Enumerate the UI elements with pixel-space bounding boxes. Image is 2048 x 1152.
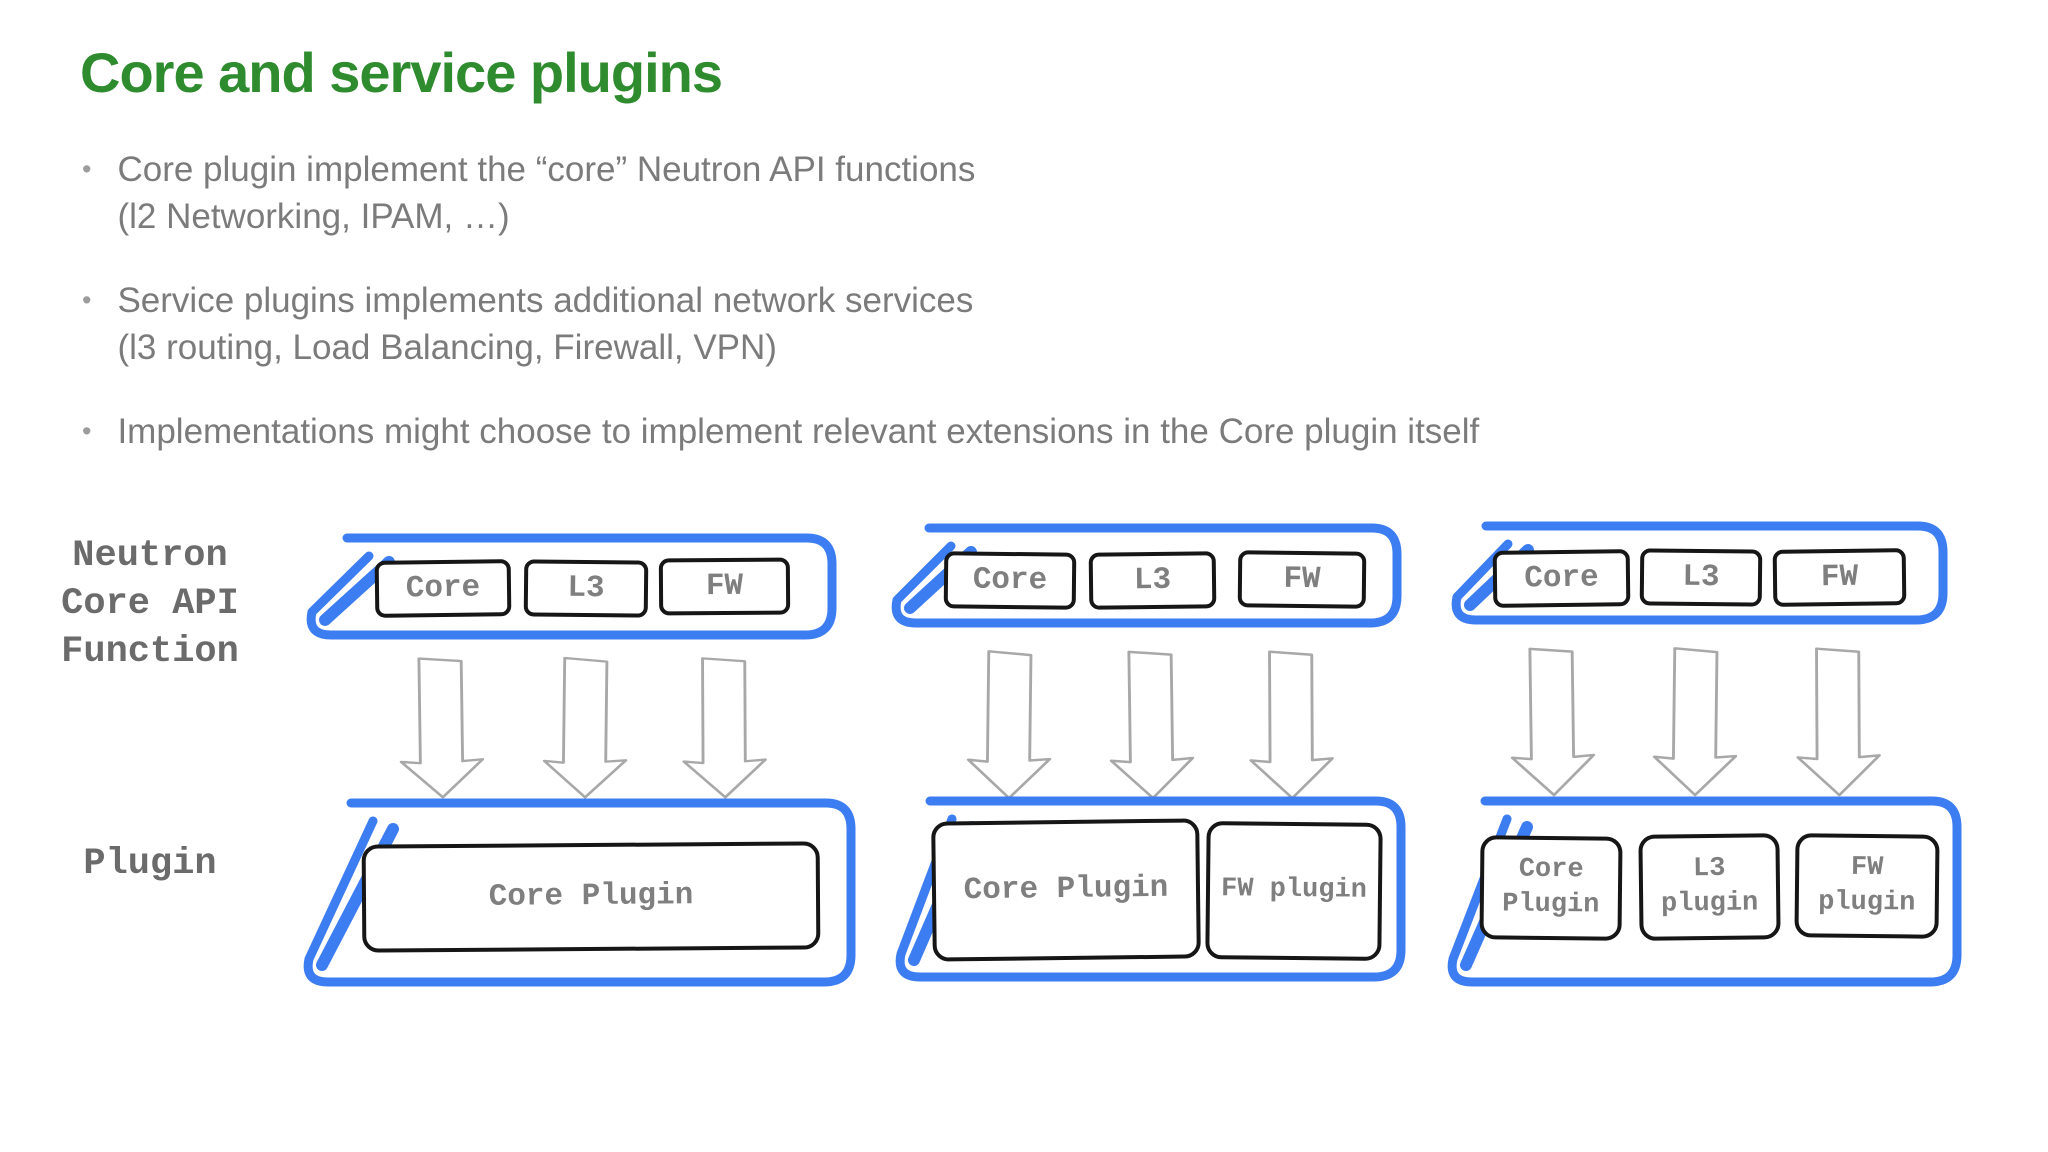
- plugin-box-fw-plugin: FW plugin: [1205, 821, 1383, 961]
- bullet-item: • Service plugins implements additional …: [82, 277, 973, 371]
- bullet-line: Implementations might choose to implemen…: [117, 412, 1480, 451]
- down-arrow-icon: [1109, 650, 1195, 800]
- plugin-box-core-plugin: Core Plugin: [361, 841, 821, 953]
- bullet-line: (l2 Networking, IPAM, …): [117, 197, 510, 236]
- api-box-fw: FW: [1237, 550, 1367, 609]
- bullet-line: (l3 routing, Load Balancing, Firewall, V…: [117, 328, 777, 367]
- api-box-core: Core: [1492, 549, 1631, 608]
- row-label-plugin: Plugin: [83, 843, 217, 885]
- api-box-l3: L3: [1639, 548, 1763, 607]
- down-arrow-icon: [966, 650, 1052, 800]
- bullet-item: • Implementations might choose to implem…: [82, 408, 1479, 455]
- bullet-item: • Core plugin implement the “core” Neutr…: [82, 146, 975, 240]
- bullet-dot-icon: •: [82, 416, 92, 446]
- bullet-text: Implementations might choose to implemen…: [117, 408, 1479, 455]
- down-arrow-icon: [1510, 647, 1596, 797]
- plugin-box-core-plugin: Core Plugin: [1479, 835, 1623, 941]
- api-box-core: Core: [943, 551, 1077, 610]
- api-box-fw: FW: [1772, 548, 1907, 607]
- plugin-box-l3-plugin: L3 plugin: [1638, 833, 1781, 941]
- bullet-line: Service plugins implements additional ne…: [117, 281, 974, 320]
- bullet-dot-icon: •: [82, 154, 92, 184]
- api-box-core: Core: [374, 559, 512, 618]
- row-label-neutron-core-api-function: Neutron Core API Function: [61, 535, 239, 673]
- bullet-text: Core plugin implement the “core” Neutron…: [117, 146, 975, 240]
- api-box-l3: L3: [1088, 551, 1217, 610]
- plugin-box-fw-plugin: FW plugin: [1794, 833, 1940, 939]
- bullet-line: Core plugin implement the “core” Neutron…: [117, 150, 976, 189]
- bullet-text: Service plugins implements additional ne…: [117, 277, 973, 371]
- bullet-dot-icon: •: [82, 285, 92, 315]
- page-title: Core and service plugins: [80, 41, 723, 104]
- api-box-fw: FW: [658, 557, 791, 616]
- plugin-box-core-plugin: Core Plugin: [931, 818, 1201, 962]
- down-arrow-icon: [1796, 647, 1881, 797]
- api-box-l3: L3: [523, 559, 649, 618]
- down-arrow-icon: [1652, 647, 1738, 797]
- down-arrow-icon: [682, 657, 767, 799]
- down-arrow-icon: [542, 656, 628, 799]
- down-arrow-icon: [1249, 650, 1334, 800]
- down-arrow-icon: [399, 657, 485, 799]
